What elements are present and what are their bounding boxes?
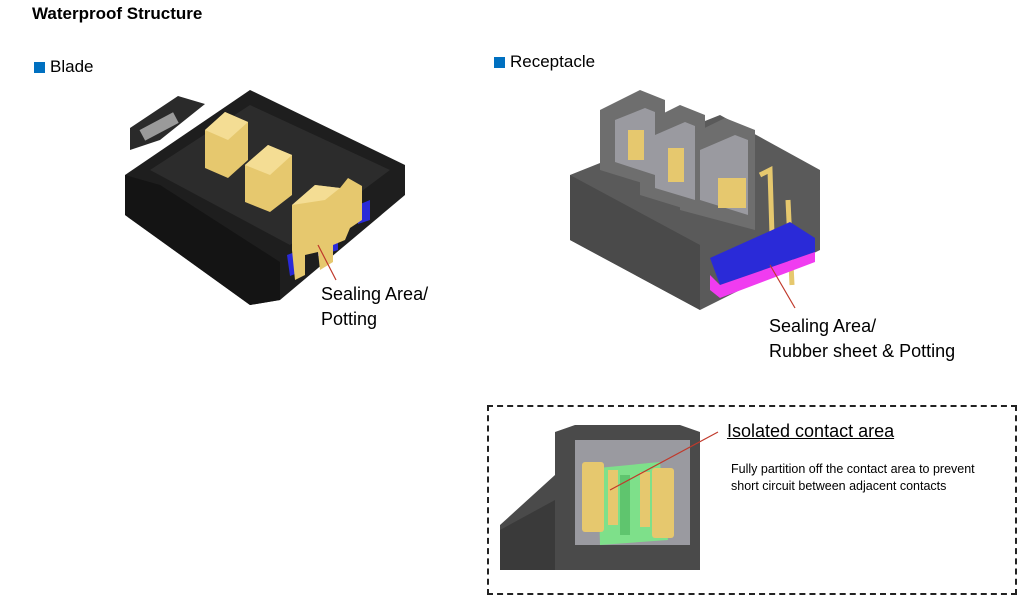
blade-callout-line2: Potting <box>321 309 378 329</box>
page-title: Waterproof Structure <box>32 4 203 23</box>
receptacle-label: Receptacle <box>510 52 596 71</box>
receptacle-bullet-icon <box>494 56 505 68</box>
receptacle-section-label: Receptacle <box>494 52 595 72</box>
isolated-contact-image <box>500 425 719 570</box>
blade-section-label: Blade <box>34 57 93 77</box>
isolated-contact-description: Fully partition off the contact area to … <box>731 462 975 493</box>
receptacle-sealing-callout: Sealing Area/ Rubber sheet & Potting <box>769 314 955 364</box>
blade-label: Blade <box>50 57 94 76</box>
isolated-contact-box <box>487 405 1017 595</box>
blade-callout-line1: Sealing Area/ <box>321 284 429 304</box>
isolated-contact-title: Isolated contact area <box>727 421 895 441</box>
receptacle-callout-line2: Rubber sheet & Potting <box>769 341 956 361</box>
blade-connector-image <box>125 90 405 305</box>
blade-bullet-icon <box>34 61 45 73</box>
receptacle-connector-image <box>570 90 820 310</box>
blade-sealing-callout: Sealing Area/ Potting <box>321 282 428 332</box>
receptacle-callout-line1: Sealing Area/ <box>769 316 877 336</box>
